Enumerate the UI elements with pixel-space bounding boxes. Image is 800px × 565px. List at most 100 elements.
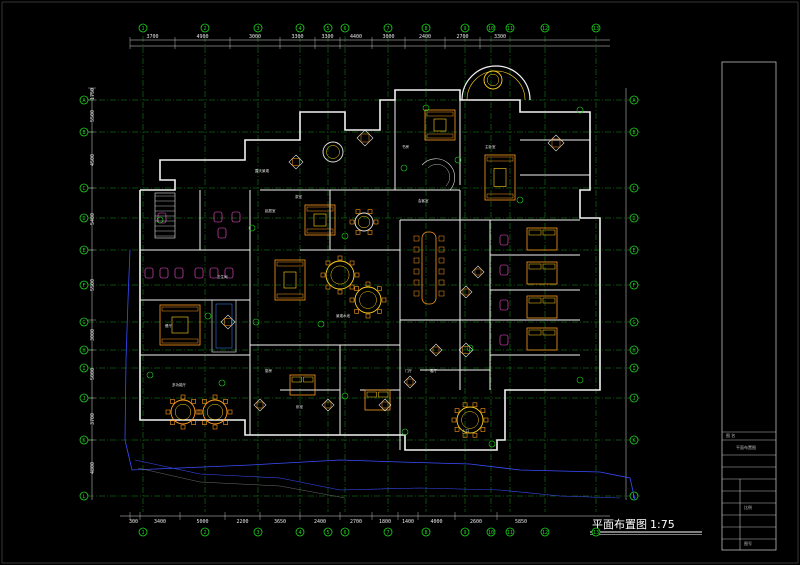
axis-marker-label: G bbox=[632, 320, 635, 326]
room-label: 门厅 bbox=[405, 368, 413, 373]
dimension-label: 2200 bbox=[237, 519, 249, 525]
bed bbox=[526, 295, 558, 319]
dimension-label: 3300 bbox=[292, 34, 304, 40]
dimension-label: 5500 bbox=[90, 279, 96, 291]
axis-marker-column: 5 bbox=[323, 23, 333, 33]
axis-marker-label: 12 bbox=[542, 530, 548, 536]
room-label: 景观水池 bbox=[336, 313, 350, 318]
axis-marker-label: K bbox=[632, 438, 635, 444]
bath-fixture bbox=[174, 267, 184, 279]
dimension-label: 3000 bbox=[90, 329, 96, 341]
plant bbox=[401, 428, 409, 436]
dimension-label: 5000 bbox=[90, 368, 96, 380]
sofa-set bbox=[159, 304, 201, 346]
drawing-title: 平面布置图 1:75 bbox=[590, 518, 702, 535]
side-table bbox=[321, 398, 335, 412]
axis-marker-column: 10 bbox=[486, 23, 496, 33]
dimension-label: 3700 bbox=[147, 34, 159, 40]
dimension-label: 5000 bbox=[197, 519, 209, 525]
axis-marker-column: 10 bbox=[486, 527, 496, 537]
axis-marker-row: E bbox=[629, 245, 639, 255]
plant bbox=[317, 320, 325, 328]
axis-marker-column: 13 bbox=[591, 527, 601, 537]
axis-marker-label: E bbox=[632, 248, 635, 254]
axis-marker-row: B bbox=[629, 127, 639, 137]
bed bbox=[526, 261, 558, 285]
axis-marker-label: E bbox=[82, 248, 85, 254]
landscape-boundary bbox=[124, 249, 636, 501]
axis-marker-label: J bbox=[82, 396, 85, 402]
dimension-label: 4000 bbox=[431, 519, 443, 525]
plant bbox=[576, 106, 584, 114]
axis-marker-column: 6 bbox=[340, 23, 350, 33]
axis-marker-label: 9 bbox=[463, 530, 466, 536]
room-label: 餐厅 bbox=[165, 323, 172, 328]
room-label: 会客室 bbox=[418, 198, 429, 203]
plant bbox=[341, 232, 349, 240]
axis-marker-label: 8 bbox=[424, 530, 427, 536]
plant bbox=[218, 379, 226, 387]
axis-marker-column: 13 bbox=[591, 23, 601, 33]
dimension-label: 4400 bbox=[350, 34, 362, 40]
axis-marker-label: C bbox=[82, 186, 85, 192]
axis-marker-column: 8 bbox=[421, 23, 431, 33]
axis-marker-label: 11 bbox=[507, 530, 513, 536]
axis-marker-label: F bbox=[632, 283, 635, 289]
axis-marker-column: 7 bbox=[383, 527, 393, 537]
axis-marker-label: G bbox=[82, 320, 85, 326]
side-table bbox=[288, 154, 304, 170]
axis-marker-row: J bbox=[629, 393, 639, 403]
bed bbox=[364, 389, 391, 411]
sofa-set bbox=[424, 109, 456, 141]
axis-marker-row: I bbox=[79, 363, 89, 373]
axis-marker-label: 8 bbox=[424, 26, 427, 32]
side-table bbox=[253, 398, 267, 412]
conference-table bbox=[413, 231, 445, 305]
axis-marker-row: A bbox=[629, 95, 639, 105]
bath-fixture bbox=[217, 227, 227, 239]
axis-marker-row: L bbox=[79, 491, 89, 501]
bath-fixture bbox=[157, 212, 167, 224]
round-table bbox=[197, 394, 233, 430]
dimension-label: 3700 bbox=[90, 413, 96, 425]
room-label: 起居室 bbox=[265, 208, 276, 213]
bath-fixture bbox=[499, 299, 509, 311]
dimension-label: 3300 bbox=[494, 34, 506, 40]
axis-marker-row: D bbox=[79, 213, 89, 223]
axis-marker-row: H bbox=[79, 345, 89, 355]
plant bbox=[466, 344, 474, 352]
axis-marker-row: K bbox=[629, 435, 639, 445]
axis-marker-column: 5 bbox=[323, 527, 333, 537]
axis-marker-label: B bbox=[82, 130, 85, 136]
bath-fixture bbox=[159, 267, 169, 279]
dimension-label: 3000 bbox=[249, 34, 261, 40]
axis-marker-label: 10 bbox=[488, 26, 494, 32]
plant bbox=[248, 224, 256, 232]
axis-marker-label: H bbox=[82, 348, 85, 354]
axis-marker-column: 4 bbox=[295, 527, 305, 537]
axis-marker-label: A bbox=[82, 98, 85, 104]
axis-marker-column: 1 bbox=[138, 23, 148, 33]
axis-marker-column: 4 bbox=[295, 23, 305, 33]
plant bbox=[156, 216, 164, 224]
axis-marker-label: 1 bbox=[141, 26, 144, 32]
axis-marker-label: D bbox=[82, 216, 85, 222]
dimension-label: 1800 bbox=[379, 519, 391, 525]
axis-marker-label: B bbox=[632, 130, 635, 136]
room-label: 多功能厅 bbox=[172, 382, 186, 387]
axis-marker-row: E bbox=[79, 245, 89, 255]
axis-marker-label: L bbox=[82, 494, 85, 500]
dimension-label: 3300 bbox=[322, 34, 334, 40]
axis-marker-label: I bbox=[82, 366, 85, 372]
axis-marker-label: D bbox=[632, 216, 635, 222]
axis-marker-column: 6 bbox=[340, 527, 350, 537]
plant bbox=[488, 440, 496, 448]
plant bbox=[422, 104, 430, 112]
round-table bbox=[322, 141, 344, 163]
dimension-label: 1400 bbox=[402, 519, 414, 525]
axis-marker-label: 3 bbox=[256, 26, 259, 32]
axis-marker-column: 3 bbox=[253, 23, 263, 33]
side-table bbox=[429, 343, 443, 357]
